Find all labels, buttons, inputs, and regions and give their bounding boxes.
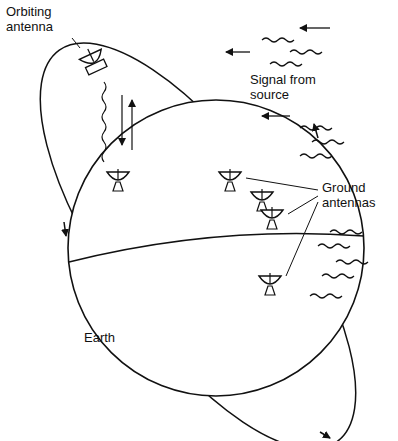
ground-antenna bbox=[259, 273, 281, 295]
link-arrow bbox=[121, 95, 122, 145]
part-label: Orbiting antenna bbox=[6, 4, 70, 34]
signal-arrow bbox=[262, 115, 290, 116]
ground-antenna bbox=[261, 207, 283, 229]
part-label: Signal from source bbox=[250, 72, 330, 102]
ground-antenna bbox=[219, 169, 241, 191]
earth-circle bbox=[68, 100, 364, 396]
part-label: Ground antennas bbox=[322, 180, 392, 210]
signal-arrow bbox=[300, 27, 330, 28]
orbiting-antenna-symbol bbox=[77, 44, 109, 76]
ground-antenna bbox=[251, 189, 273, 211]
link-arrow bbox=[131, 100, 132, 150]
orbit-arrow bbox=[64, 222, 66, 236]
leader-line bbox=[72, 38, 80, 48]
signal-arrow bbox=[226, 51, 250, 52]
orbit-arrow bbox=[320, 432, 330, 438]
ground-antenna bbox=[107, 169, 129, 191]
equator bbox=[69, 233, 364, 262]
leader-line bbox=[286, 202, 318, 276]
orbit-arrow bbox=[314, 124, 318, 138]
part-label: Earth bbox=[84, 330, 144, 345]
leader-line bbox=[246, 178, 318, 190]
downlink-wave bbox=[102, 82, 106, 162]
